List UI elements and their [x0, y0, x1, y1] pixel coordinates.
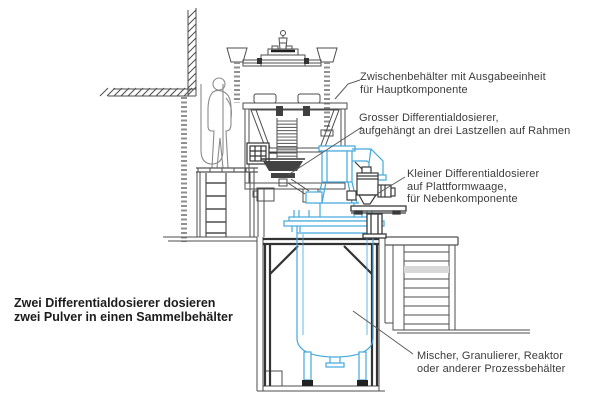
access-platform-ladder — [196, 167, 258, 237]
hanging-frame — [226, 47, 338, 137]
callout-line: Grosser Differentialdosierer, — [359, 112, 499, 124]
callout-line: für Nebenkomponente — [407, 193, 518, 205]
callout-lines — [287, 79, 414, 355]
intermediate-container — [257, 45, 309, 67]
callout-line: Kleiner Differentialdosierer — [407, 168, 540, 180]
caption-line: zwei Pulver in einen Sammelbehälter — [14, 309, 233, 324]
hoist-icon — [271, 30, 295, 53]
callout-line: aufgehängt an drei Lastzellen auf Rahmen — [359, 124, 571, 137]
callout-line: oder anderer Prozessbehälter — [417, 362, 566, 375]
wall-hatching — [99, 8, 197, 242]
wall-chute — [200, 84, 224, 165]
callout-label-large-doser: Grosser Differentialdosierer, aufgehängt… — [359, 112, 570, 137]
process-vessel — [283, 216, 385, 386]
pit-frame — [263, 237, 379, 386]
callout-label-process-vessel: Mischer, Granulierer, Reaktor oder ander… — [417, 350, 565, 375]
mixer-drive-unit — [293, 145, 387, 217]
callout-label-small-doser: Kleiner Differentialdosierer auf Plattfo… — [407, 168, 539, 206]
right-access-ladder — [385, 236, 459, 330]
callout-label-intermediate-container: Zwischenbehälter mit Ausgabeeinheit für … — [360, 71, 546, 96]
callout-line: für Hauptkomponente — [360, 83, 468, 96]
callout-line: Zwischenbehälter mit Ausgabeeinheit — [360, 71, 546, 83]
callout-line: Mischer, Granulierer, Reaktor — [417, 350, 563, 362]
operator-figure — [207, 77, 232, 169]
small-differential-doser — [346, 161, 396, 205]
diagram-caption: Zwei Differentialdosierer dosieren zwei … — [14, 296, 233, 324]
platform-scale — [350, 205, 407, 239]
caption-line: Zwei Differentialdosierer dosieren — [14, 296, 216, 310]
callout-line: auf Plattformwaage, — [407, 180, 507, 193]
